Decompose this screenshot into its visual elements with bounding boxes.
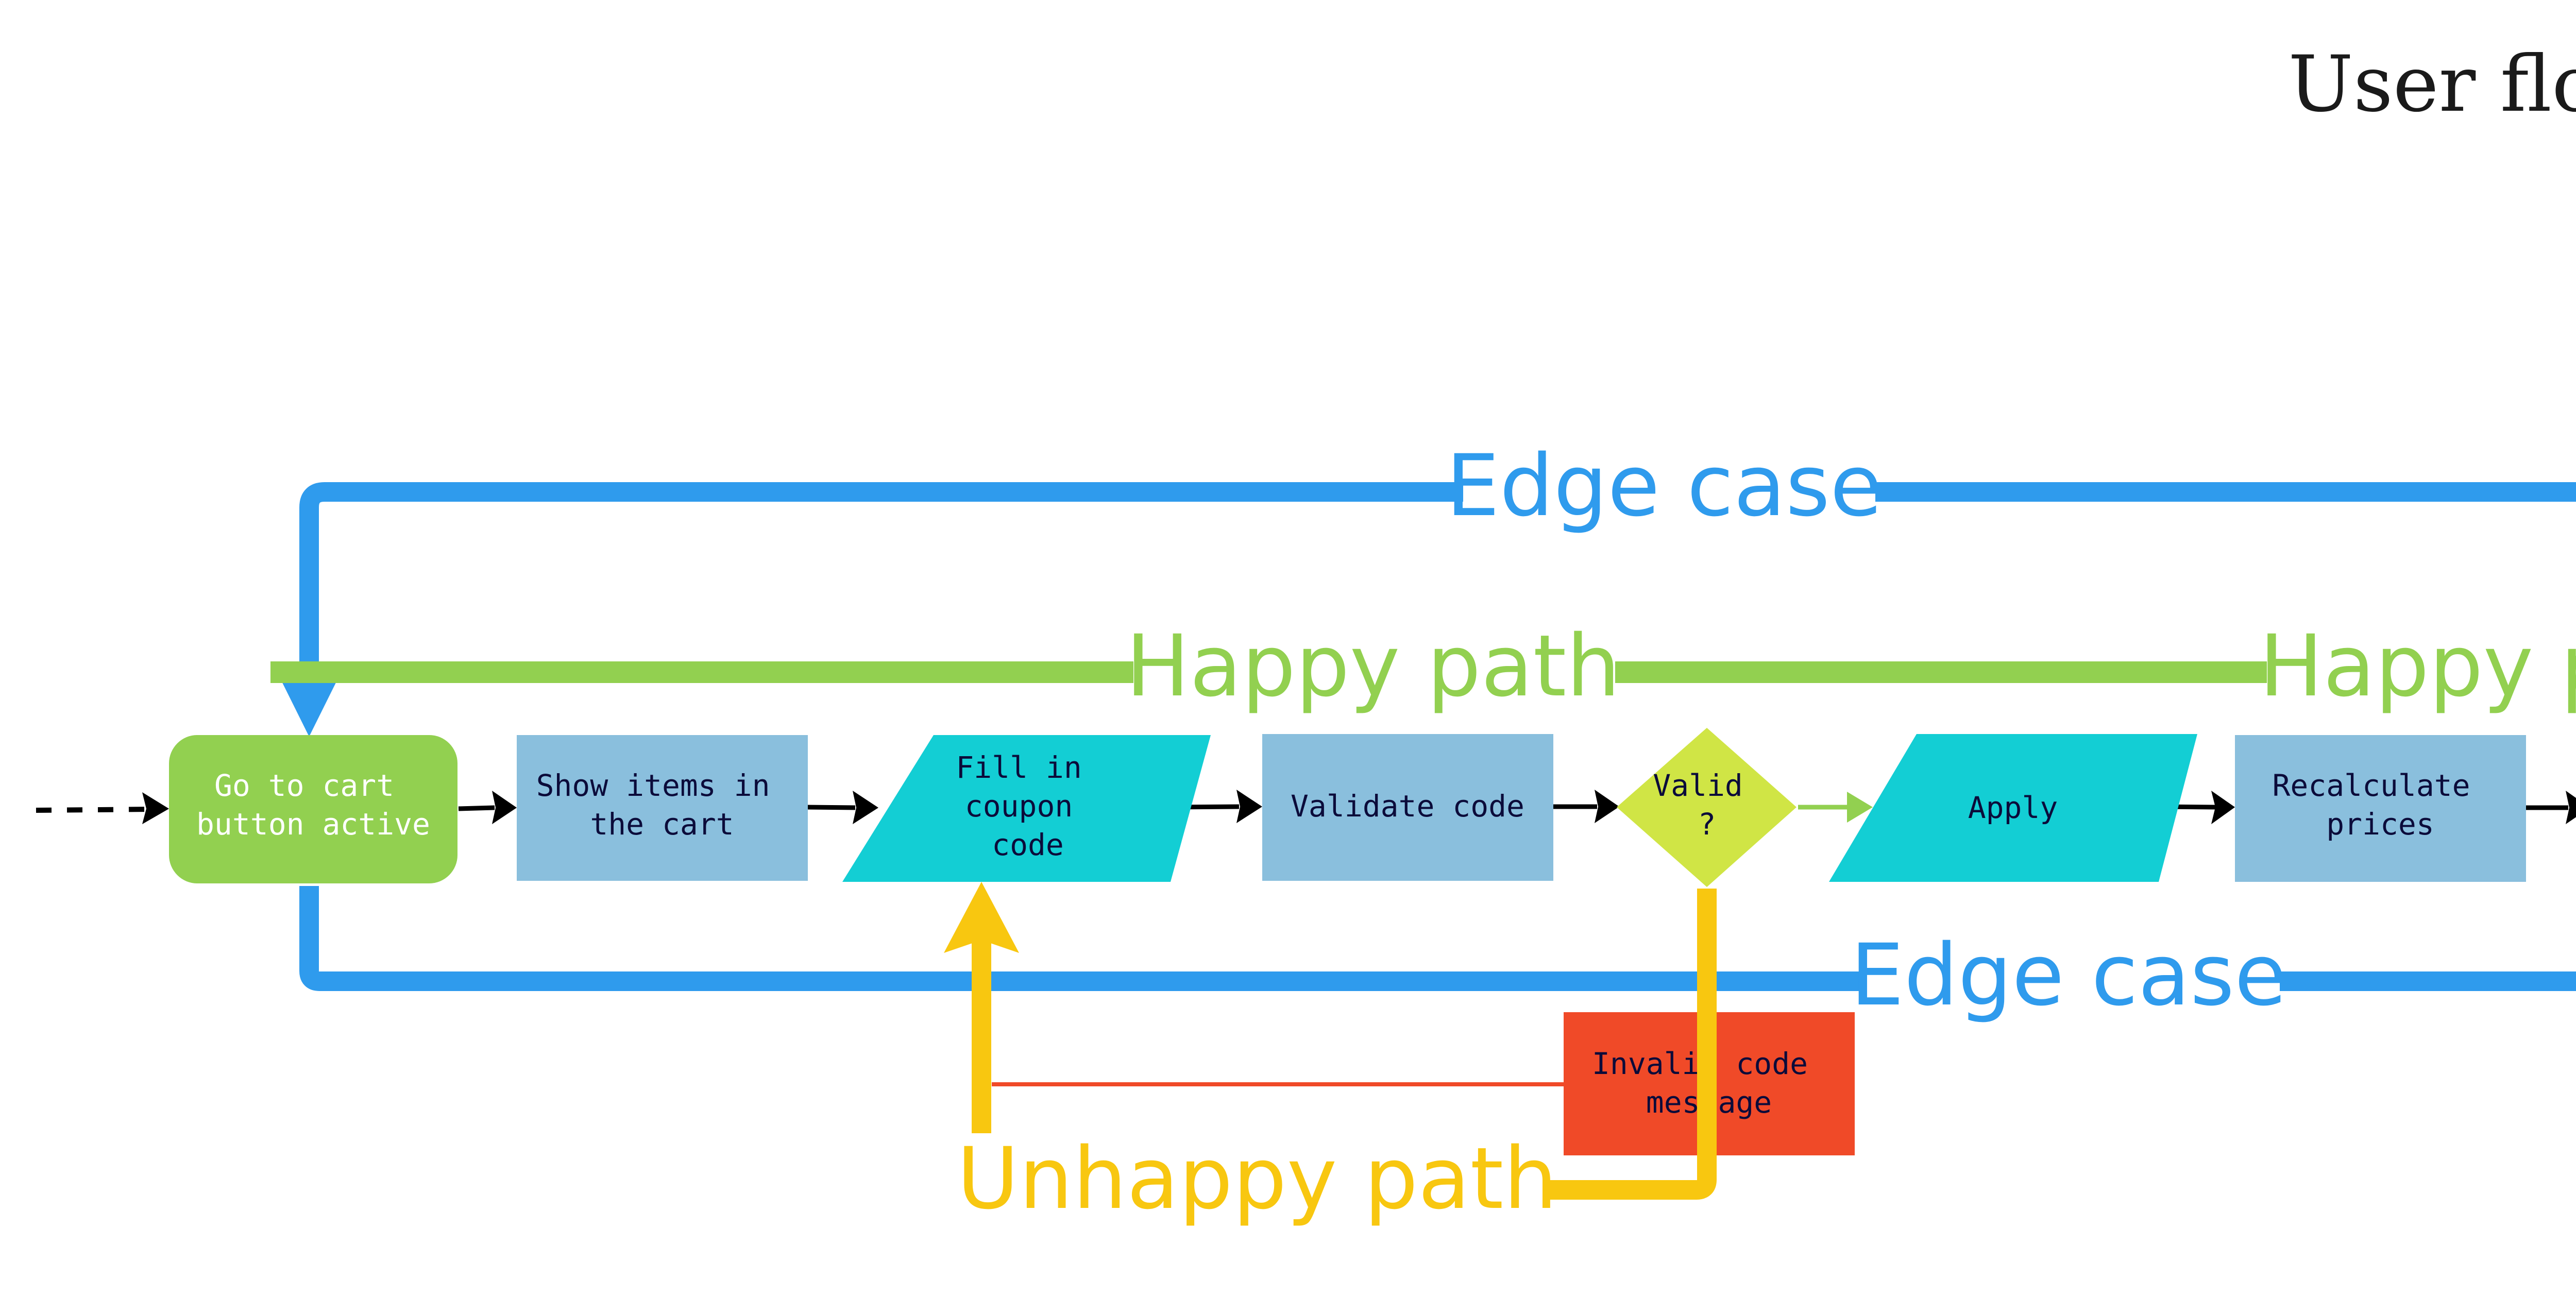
node-go-to-cart[interactable]: Go to cart button active [169, 735, 457, 883]
node-fill-in-coupon-line-3: code [992, 827, 1064, 862]
happy-path-label-2: Happy path [2259, 617, 2576, 715]
node-show-items-line-1: Show items in [536, 768, 770, 803]
node-apply-line-1: Apply [1968, 790, 2058, 825]
node-recalculate-prices-line-1: Recalculate [2272, 768, 2470, 803]
node-fill-in-coupon-line-1: Fill in [956, 750, 1081, 785]
node-fill-in-coupon[interactable]: Fill in coupon code [842, 735, 1211, 882]
node-go-to-cart-line-2: button active [196, 807, 430, 842]
node-valid-decision[interactable]: Valid ? [1617, 728, 1797, 887]
svg-text:Apply: Apply [1968, 790, 2058, 825]
unhappy-path-arrowhead [944, 882, 1019, 953]
edge-case-top-connector: Edge case [272, 436, 2576, 737]
svg-text:Recalculate prices: Recalculate prices [2272, 768, 2488, 842]
node-fill-in-coupon-line-2: coupon [965, 789, 1073, 824]
node-recalculate-prices[interactable]: Recalculate prices [2235, 735, 2526, 882]
node-valid-decision-line-1: Valid [1653, 768, 1743, 803]
node-go-to-cart-line-1: Go to cart [214, 768, 394, 803]
svg-text:Valid ?: Valid ? [1653, 768, 1761, 842]
happy-path-label-1: Happy path [1126, 617, 1620, 715]
unhappy-path-lines: Unhappy path [944, 882, 1717, 1228]
entry-connector [36, 792, 169, 824]
edge-case-bottom-connector: Edge case [299, 886, 2576, 1025]
node-valid-decision-line-2: ? [1698, 807, 1716, 842]
node-show-items-line-2: the cart [590, 807, 734, 842]
svg-text:Fill in coupon cod: Fill in coupon code [956, 750, 1099, 862]
node-apply[interactable]: Apply [1829, 734, 2197, 882]
edge-case-top-label: Edge case [1446, 436, 1883, 535]
node-recalculate-prices-line-2: prices [2326, 807, 2434, 842]
edge-case-bottom-label: Edge case [1851, 926, 2287, 1025]
node-validate-code-line-1: Validate code [1291, 789, 1524, 824]
happy-path-connector: Happy path Happy path [270, 617, 2576, 715]
svg-text:Go to cart button active: Go to cart button active [196, 768, 430, 842]
unhappy-path-label: Unhappy path [957, 1129, 1557, 1228]
node-show-items[interactable]: Show items in the cart [517, 735, 808, 881]
node-validate-code[interactable]: Validate code [1262, 734, 1553, 881]
svg-text:Show items in the cart: Show items in the cart [536, 768, 788, 842]
svg-text:Validate code: Validate code [1291, 789, 1524, 824]
diagram-title: User flow coupon code [2288, 40, 2576, 129]
